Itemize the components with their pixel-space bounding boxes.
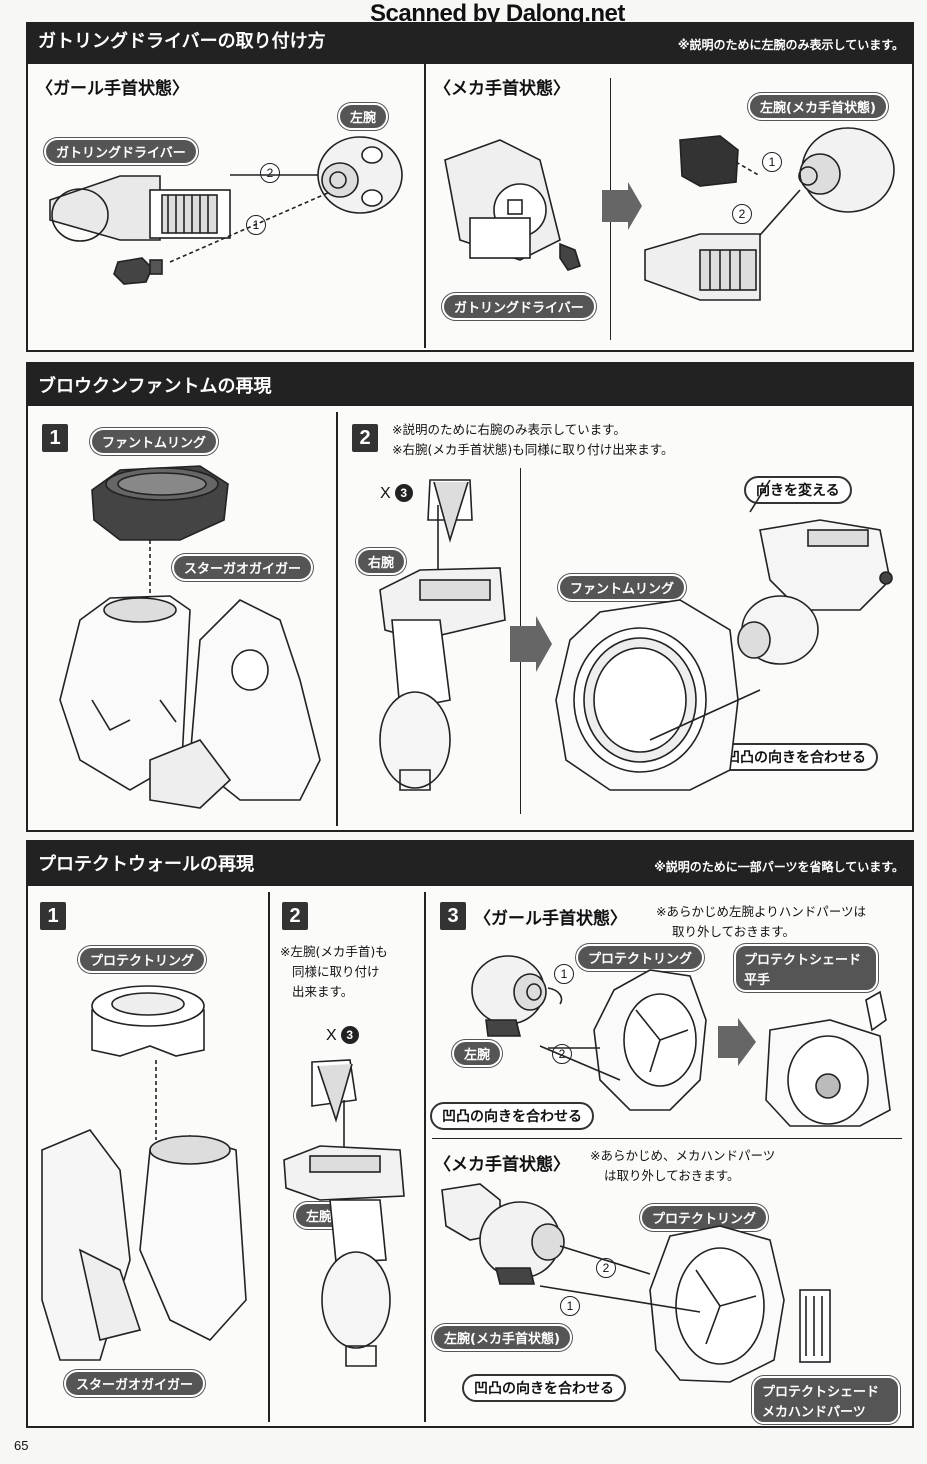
label-left-arm-mecha: 左腕(メカ手首状態)	[748, 93, 888, 120]
section1-header: ガトリングドライバーの取り付け方 ※説明のために左腕のみ表示しています。	[26, 22, 914, 62]
protect-ring-side-illustration	[593, 969, 707, 1111]
label-protect-shade-mecha: プロテクトシェード メカハンドパーツ	[752, 1376, 900, 1424]
section3-divider-1	[268, 892, 270, 1422]
left-arm-illustration-2	[283, 1145, 405, 1367]
step-circle-1b: 1	[762, 152, 782, 172]
s3-mecha-note-l1: ※あらかじめ、メカハンドパーツ	[590, 1148, 776, 1163]
mecha-wrist-heading-2: 〈メカ手首状態〉	[434, 1155, 570, 1175]
girl-wrist-heading-2: 〈ガール手首状態〉	[474, 909, 627, 929]
section1-title: ガトリングドライバーの取り付け方	[38, 31, 326, 52]
label-left-arm-3: 左腕	[452, 1040, 503, 1067]
section2-divider	[336, 412, 338, 826]
rotated-arm-illustration	[737, 519, 893, 665]
step-circle-2: 2	[260, 163, 280, 183]
step-circle-4a: 1	[560, 1296, 580, 1316]
s2-step2-number: 2	[352, 424, 378, 452]
star-gaogaigar-illustration	[59, 595, 321, 809]
left-arm-illustration	[317, 136, 403, 214]
label-left-arm: 左腕	[338, 103, 389, 130]
label-right-arm: 右腕	[356, 548, 407, 575]
section1-note: ※説明のために左腕のみ表示しています。	[677, 38, 904, 52]
page-number: 65	[14, 1438, 29, 1453]
label-left-arm-mecha-2: 左腕(メカ手首状態)	[432, 1324, 572, 1351]
s3-step1-number: 1	[40, 902, 66, 930]
protect-wall-assembled-illustration	[765, 990, 891, 1127]
mecha-wrist-illustration	[644, 127, 895, 301]
step-circle-3b: 2	[552, 1044, 572, 1064]
s3-mecha-note-l2: は取り外しておきます。	[604, 1168, 740, 1183]
step-circle-4b: 2	[596, 1258, 616, 1278]
label-phantom-ring: ファントムリング	[90, 428, 219, 455]
step-circle-3a: 1	[554, 964, 574, 984]
mecha-arm-illustration	[441, 1183, 565, 1285]
arrow-next-2	[510, 616, 552, 672]
label-gatling-driver-2: ガトリングドライバー	[442, 293, 596, 320]
label-align-notches: 凹凸の向きを合わせる	[714, 743, 878, 771]
phantom-ring-illustration	[91, 465, 229, 541]
label-star-gaogaigar-2: スターガオガイガー	[64, 1370, 206, 1397]
label-protect-ring: プロテクトリング	[78, 946, 207, 973]
section1-divider	[424, 64, 426, 348]
left-arm-illustration-3	[471, 955, 563, 1037]
s3-step3-number: 3	[440, 902, 466, 930]
right-arm-illustration	[379, 567, 506, 791]
s3-step2-number: 2	[282, 902, 308, 930]
arrow-next-1	[602, 182, 642, 230]
protect-ring-illustration	[91, 985, 205, 1057]
label-protect-shade-flat: プロテクトシェード 平手	[734, 944, 878, 992]
step-circle-2b: 2	[732, 204, 752, 224]
s2-step1-number: 1	[42, 424, 68, 452]
gatling-driver-illustration-2	[444, 139, 581, 271]
star-gaogaigar-illustration-2	[41, 1129, 247, 1361]
mecha-hand-part-illustration	[799, 1289, 831, 1363]
gatling-driver-illustration	[49, 174, 331, 242]
s2-note2: ※右腕(メカ手首状態)も同様に取り付け出来ます。	[392, 442, 674, 457]
s2-note1: ※説明のために右腕のみ表示しています。	[392, 422, 626, 437]
phantom-ring-large-illustration	[555, 599, 739, 791]
section2-title: ブロウクンファントムの再現	[38, 376, 272, 397]
girl-wrist-heading: 〈ガール手首状態〉	[36, 79, 189, 99]
protect-ring-side-illustration-2	[649, 1225, 785, 1383]
arrow-next-3	[718, 1018, 756, 1066]
label-star-gaogaigar: スターガオガイガー	[172, 554, 314, 581]
section3-header: プロテクトウォールの再現 ※説明のために一部パーツを省略しています。	[26, 840, 914, 884]
s3-step2-note-l3: 出来ます。	[292, 984, 354, 999]
label-protect-ring-2: プロテクトリング	[576, 944, 705, 971]
label-change-direction: 向きを変える	[744, 476, 852, 504]
section3-divider-2	[424, 892, 426, 1422]
s3-step3-note-l2: 取り外しておきます。	[672, 924, 796, 939]
label-phantom-ring-2: ファントムリング	[558, 574, 687, 601]
triangular-part-illustration-2	[311, 1059, 357, 1123]
mecha-wrist-heading: 〈メカ手首状態〉	[434, 79, 570, 99]
section2-header: ブロウクンファントムの再現	[26, 362, 914, 404]
section3-hdivider	[432, 1138, 902, 1139]
section3-note: ※説明のために一部パーツを省略しています。	[654, 860, 904, 874]
s3-step3-note-l1: ※あらかじめ左腕よりハンドパーツは	[656, 904, 866, 919]
label-align-notches-3: 凹凸の向きを合わせる	[462, 1374, 626, 1402]
label-gatling-driver: ガトリングドライバー	[44, 138, 198, 165]
label-align-notches-2: 凹凸の向きを合わせる	[430, 1102, 594, 1130]
hand-part-illustration	[113, 257, 163, 285]
section3-title: プロテクトウォールの再現	[38, 854, 254, 875]
s3-step2-note-l2: 同様に取り付け	[292, 964, 380, 979]
s3-step2-note-l1: ※左腕(メカ手首)も	[280, 944, 388, 959]
triangular-part-illustration	[427, 479, 473, 543]
